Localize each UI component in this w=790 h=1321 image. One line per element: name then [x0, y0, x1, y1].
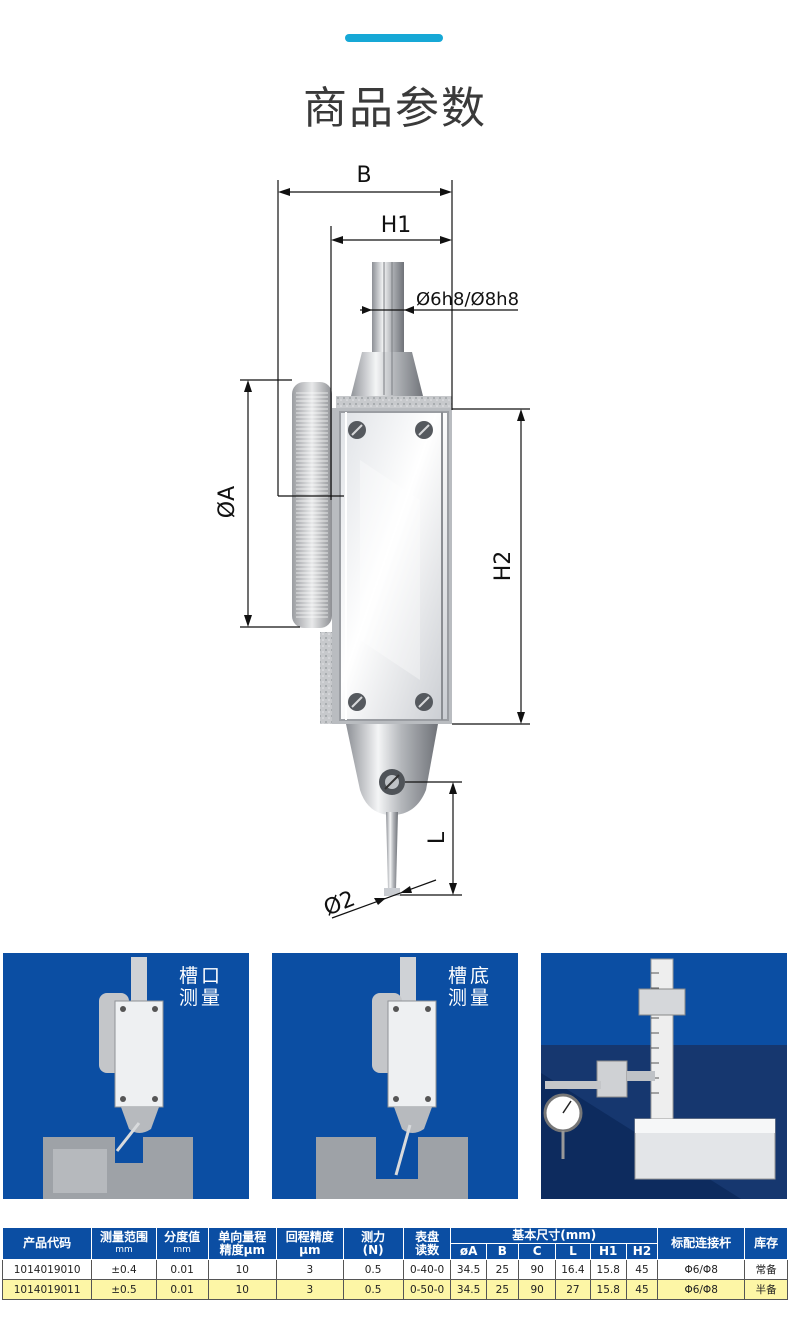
header-text: 测量范围: [99, 1229, 148, 1244]
dim-label-h2: H2: [491, 551, 516, 582]
cell-code: 1014019010: [1, 1259, 93, 1280]
dim-label-d2: Ø2: [320, 887, 358, 922]
panel-caption: 槽底 测量: [448, 965, 492, 1009]
groove-mouth-illustration: [43, 957, 193, 1199]
header-text: 表盘: [415, 1229, 440, 1244]
screw-heads: [348, 421, 433, 711]
dimension-drawing: B H1 Ø6h8/Ø8h8 ØA H2 L Ø2: [215, 163, 530, 922]
cell-dim: 45: [625, 1259, 659, 1280]
cell-stock: 半备: [744, 1279, 788, 1300]
header-dim: B: [485, 1243, 519, 1260]
cell-return: 3: [276, 1279, 344, 1300]
cell-code: 1014019011: [1, 1279, 93, 1300]
cell-dim: 45: [625, 1279, 659, 1300]
cell-dim: 34.5: [450, 1259, 487, 1280]
cell-dim: 25: [485, 1279, 519, 1300]
stem: [350, 262, 424, 400]
cell-dim: 90: [517, 1279, 557, 1300]
cell-accuracy: 10: [207, 1259, 278, 1280]
header-unit: mm: [115, 1244, 133, 1255]
cell-force: 0.5: [342, 1259, 404, 1280]
cell-dim: 90: [517, 1259, 557, 1280]
page-title: 商品参数: [303, 83, 487, 134]
header-code: 产品代码: [1, 1227, 93, 1260]
cell-division: 0.01: [155, 1259, 209, 1280]
groove-bottom-illustration: [316, 957, 468, 1199]
cell-dim: 16.4: [555, 1259, 591, 1280]
table-subheader-row: øA B C L H1 H2: [3, 1243, 788, 1260]
indicator-body: [332, 408, 452, 724]
panel-caption-line: 测量: [178, 987, 223, 1009]
dim-label-h1: H1: [381, 213, 412, 238]
header-text: 回程精度: [285, 1229, 334, 1244]
cell-dim: 27: [555, 1279, 591, 1300]
cell-range: ±0.5: [91, 1279, 157, 1300]
cell-accuracy: 10: [207, 1279, 278, 1300]
header-dial: 表盘读数: [402, 1227, 452, 1260]
header-text: 测力: [361, 1229, 386, 1244]
table-row: 1014019011 ±0.5 0.01 10 3 0.5 0-50-0 34.…: [1, 1279, 788, 1300]
dim-label-l: L: [425, 831, 450, 844]
panel-caption-line: 槽底: [447, 965, 492, 987]
cell-rod: Φ6/Φ8: [657, 1279, 746, 1300]
cell-range: ±0.4: [91, 1259, 157, 1280]
cell-stock: 常备: [744, 1259, 788, 1280]
dim-label-stem: Ø6h8/Ø8h8: [416, 289, 519, 310]
cell-return: 3: [276, 1259, 344, 1280]
lever-arm: [346, 724, 438, 896]
header-dim: H2: [625, 1243, 659, 1260]
cell-dim: 25: [485, 1259, 519, 1280]
dim-label-b: B: [356, 163, 371, 188]
header-text: (N): [362, 1242, 384, 1257]
header-rod: 标配连接杆: [657, 1227, 746, 1260]
header-text: 单向量程: [218, 1229, 267, 1244]
cell-rod: Φ6/Φ8: [657, 1259, 746, 1280]
panel-caption: 槽口 测量: [179, 965, 223, 1009]
header-dim: L: [555, 1243, 591, 1260]
panel-caption-line: 测量: [447, 987, 492, 1009]
header-unit: mm: [173, 1244, 191, 1255]
usage-panel-groove-bottom: 槽底 测量: [272, 953, 518, 1199]
cell-dim: 15.8: [589, 1279, 627, 1300]
cell-dial: 0-50-0: [402, 1279, 452, 1300]
dial-ring: [292, 382, 336, 724]
header-force: 测力(N): [342, 1227, 404, 1260]
usage-panel-height-gauge: [541, 953, 787, 1199]
header-dim: øA: [450, 1243, 487, 1260]
cell-dim: 34.5: [450, 1279, 487, 1300]
header-accuracy: 单向量程精度μm: [207, 1227, 278, 1260]
dimension-lines: [240, 180, 530, 919]
dim-label-a: ØA: [215, 486, 240, 518]
panel-caption-line: 槽口: [178, 965, 223, 987]
cell-dial: 0-40-0: [402, 1259, 452, 1280]
table-row: 1014019010 ±0.4 0.01 10 3 0.5 0-40-0 34.…: [1, 1259, 788, 1280]
accent-bar: [345, 34, 443, 42]
cell-force: 0.5: [342, 1279, 404, 1300]
header-basic-dimensions: 基本尺寸(mm): [450, 1227, 659, 1244]
usage-panel-groove-mouth: 槽口 测量: [3, 953, 249, 1199]
header-dim: C: [517, 1243, 557, 1260]
header-text: 读数: [415, 1242, 440, 1257]
header-text: 分度值: [164, 1229, 201, 1244]
cell-division: 0.01: [155, 1279, 209, 1300]
height-gauge-illustration: [541, 958, 787, 1199]
top-band: [336, 396, 452, 410]
cell-dim: 15.8: [589, 1259, 627, 1280]
header-stock: 库存: [744, 1227, 788, 1260]
header-text: μm: [299, 1242, 321, 1257]
header-dim: H1: [589, 1243, 627, 1260]
header-text: 精度μm: [219, 1242, 265, 1257]
